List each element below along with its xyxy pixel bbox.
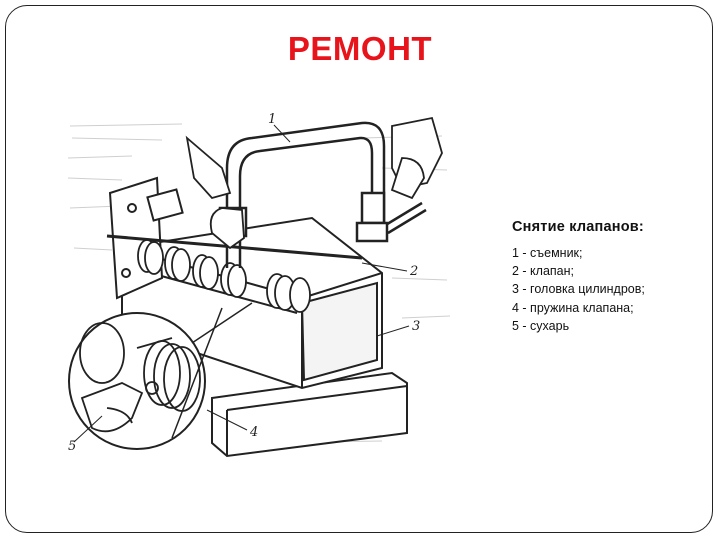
callout-2: 2 [409,264,418,279]
valve-removal-illustration: 1 2 3 4 5 [62,98,462,460]
page-title: РЕМОНТ [287,30,433,67]
legend-item-4: 4 - пружина клапана; [512,300,634,315]
legend-item-5: 5 - сухарь [512,318,570,333]
valve-springs [137,239,311,313]
stand [211,371,408,458]
callout-3: 3 [412,319,420,334]
callout-4: 4 [249,425,258,440]
legend-item-2: 2 - клапан; [512,264,575,279]
legend: Снятие клапанов: 1 - съемник; 2 - клапан… [512,219,712,335]
callout-5: 5 [68,439,76,454]
hands [185,116,443,250]
legend-item-1: 1 - съемник; [512,246,583,260]
callout-1: 1 [268,112,276,127]
legend-item-3: 3 - головка цилиндров; [512,282,645,297]
detail-magnifier [68,302,253,450]
leader-lines [73,124,410,443]
legend-title: Снятие клапанов: [512,219,644,235]
